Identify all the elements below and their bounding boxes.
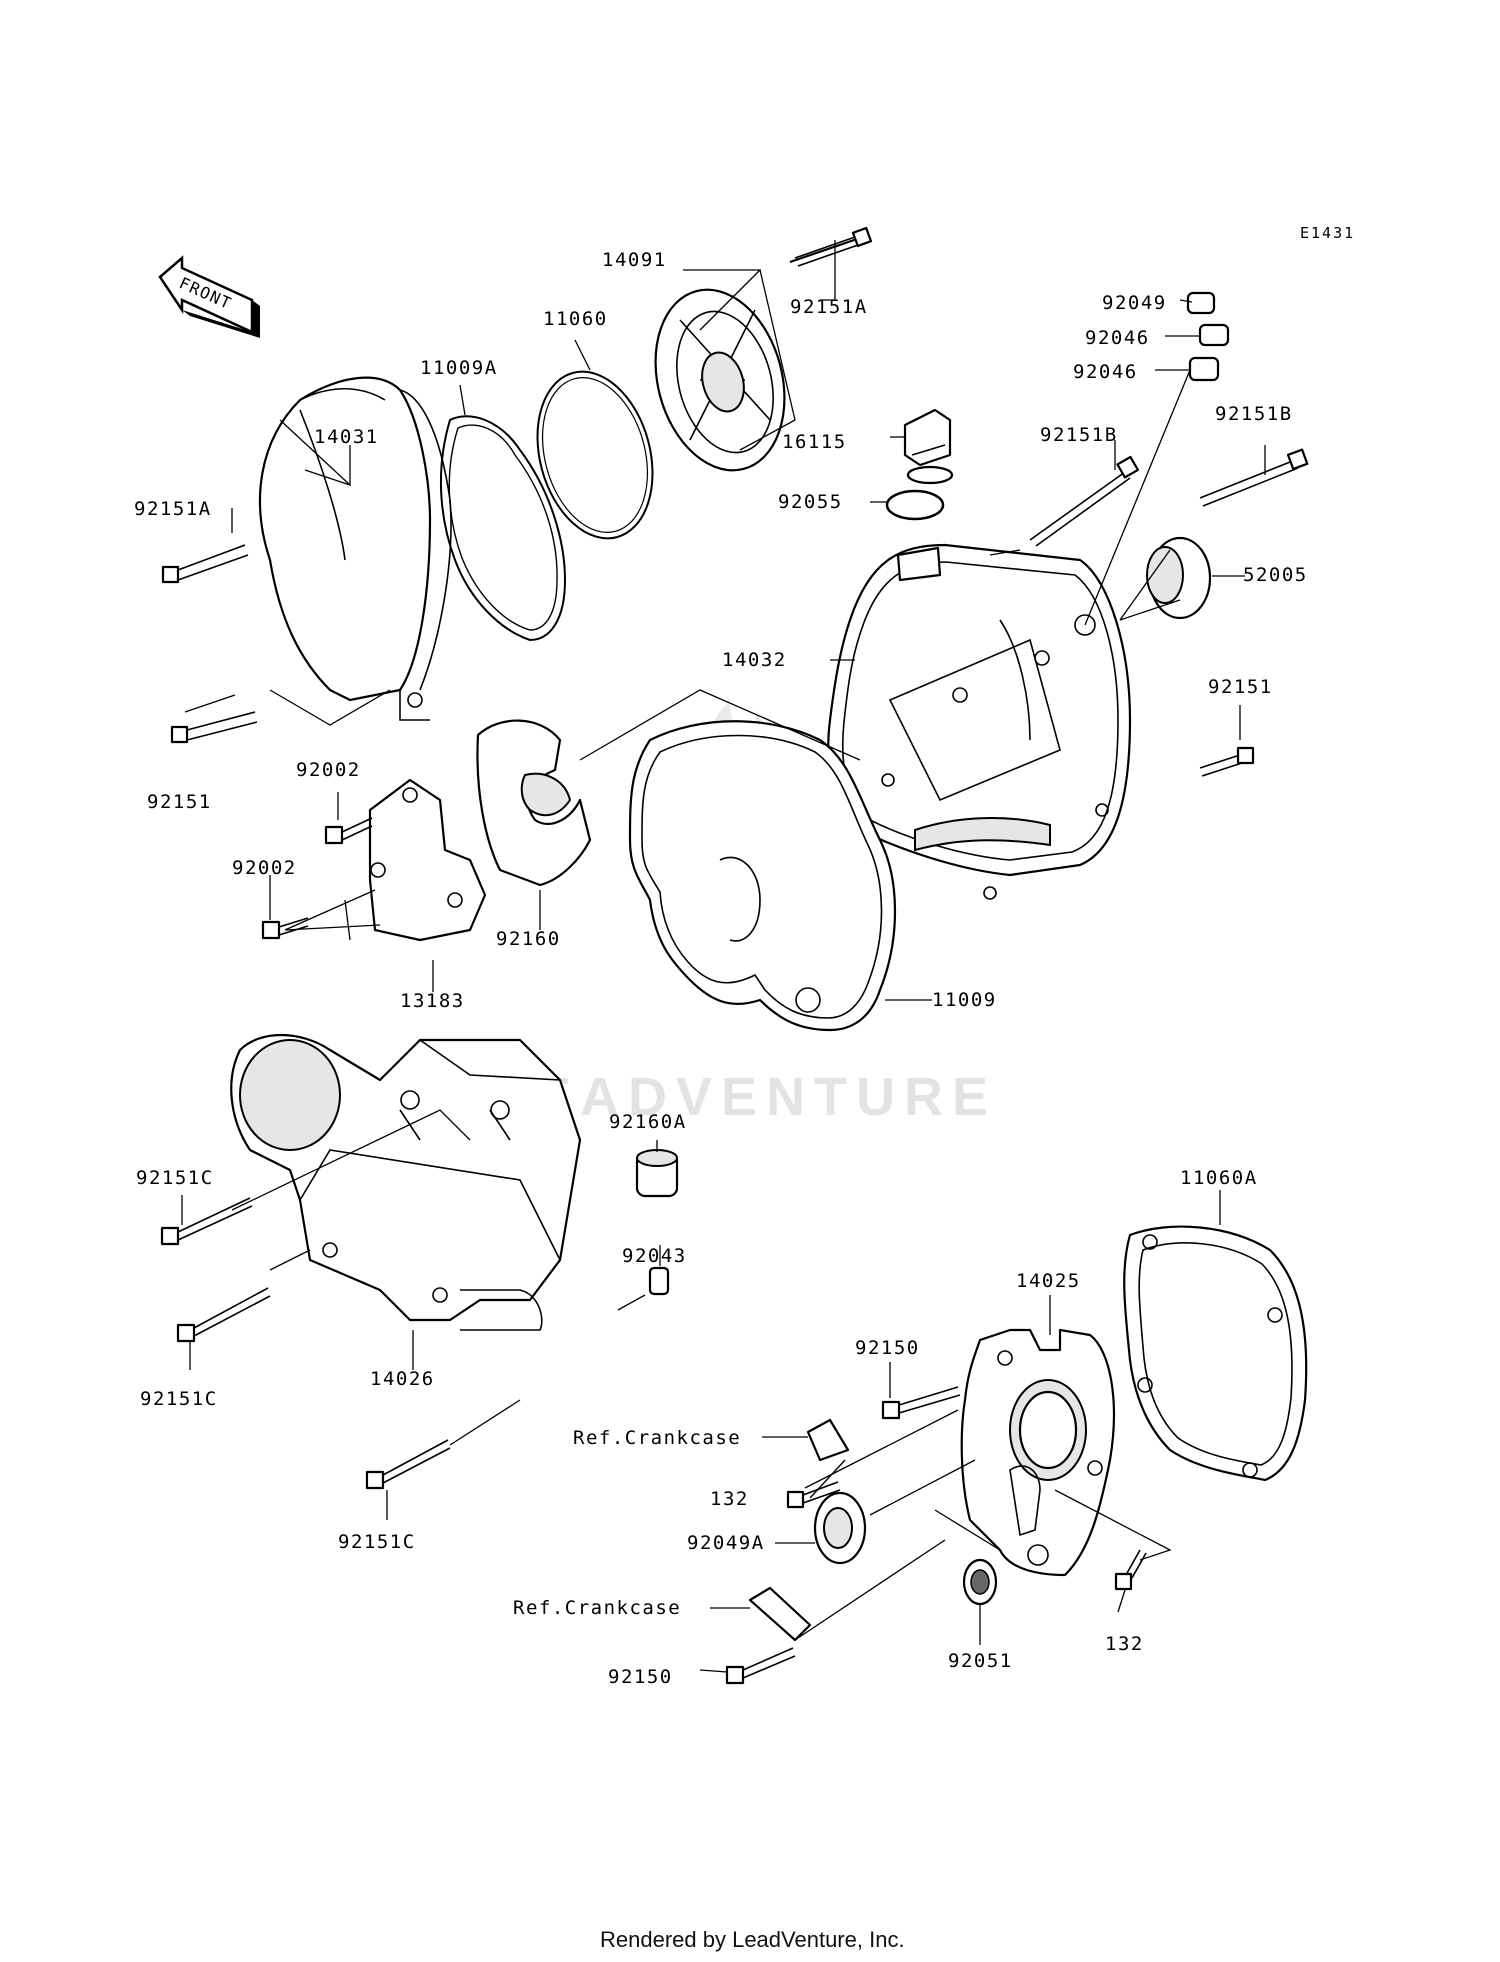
callout-11060A: 11060A (1180, 1167, 1258, 1189)
bolt-92151C-a (160, 1197, 253, 1246)
callout-92151C-c: 92151C (338, 1531, 416, 1553)
part-11060A-gasket (1123, 1225, 1308, 1482)
part-11009A-gasket (439, 415, 567, 642)
part-92043-pin (648, 1266, 670, 1296)
part-92046-bush-a (1198, 323, 1230, 347)
part-92049-bush (1186, 291, 1216, 315)
bolt-92150-a (881, 1386, 961, 1420)
callout-92051: 92051 (948, 1650, 1013, 1672)
callout-92046-b: 92046 (1073, 361, 1138, 383)
bracket-ref-crankcase-b (748, 1586, 812, 1642)
part-92160-plate (476, 719, 592, 887)
callout-ref-crankcase-b: Ref.Crankcase (513, 1597, 681, 1619)
callout-92046-a: 92046 (1085, 327, 1150, 349)
part-11060-ring (536, 370, 654, 540)
bolt-132-a (786, 1481, 841, 1509)
front-arrow-icon (158, 255, 260, 338)
callout-92151A-left: 92151A (134, 498, 212, 520)
bracket-ref-crankcase-a (806, 1418, 850, 1462)
callout-92043: 92043 (622, 1245, 687, 1267)
callout-92151B-a: 92151B (1040, 424, 1118, 446)
bolt-132-b (1114, 1549, 1147, 1591)
callout-92049A: 92049A (687, 1532, 765, 1554)
callout-132-a: 132 (710, 1488, 749, 1510)
bolt-92151-right (1199, 746, 1255, 777)
bolt-92151-left (170, 711, 258, 744)
callout-13183: 13183 (400, 990, 465, 1012)
callout-92151A-top: 92151A (790, 296, 868, 318)
callout-14032: 14032 (722, 649, 787, 671)
bolt-92151A-left (161, 544, 249, 584)
callout-92151-left: 92151 (147, 791, 212, 813)
part-92051-seal (962, 1558, 998, 1606)
bolt-92151B-a (1029, 455, 1140, 547)
callout-132-b: 132 (1105, 1633, 1144, 1655)
callout-52005: 52005 (1243, 564, 1308, 586)
callout-92150-a: 92150 (855, 1337, 920, 1359)
diagram-code: E1431 (1300, 224, 1355, 242)
callout-11060: 11060 (543, 308, 608, 330)
callout-14026: 14026 (370, 1368, 435, 1390)
callout-92055: 92055 (778, 491, 843, 513)
part-16115-plug (903, 408, 954, 485)
callout-ref-crankcase-a: Ref.Crankcase (573, 1427, 741, 1449)
part-14026-cover (230, 1034, 582, 1331)
bolt-92002-b (261, 920, 281, 940)
footer-credit: Rendered by LeadVenture, Inc. (600, 1927, 905, 1952)
part-92160A-bush (635, 1149, 679, 1198)
bolt-92150-b (725, 1647, 796, 1685)
bolt-92151A-top (789, 226, 873, 267)
bolt-92151B-b (1199, 448, 1309, 507)
callout-92049: 92049 (1102, 292, 1167, 314)
callout-92151C-b: 92151C (140, 1388, 218, 1410)
part-11009-gasket (628, 720, 897, 1032)
callout-16115: 16115 (782, 431, 847, 453)
callout-14031: 14031 (314, 426, 379, 448)
bolt-92151C-c (365, 1439, 451, 1490)
callout-11009: 11009 (932, 989, 997, 1011)
callout-92002-b: 92002 (232, 857, 297, 879)
part-13183-bracket (368, 778, 487, 942)
part-92049A-seal (813, 1491, 867, 1565)
part-14091-cover (654, 288, 786, 472)
callout-92160A: 92160A (609, 1111, 687, 1133)
watermark-text: LEADVENTURE (493, 1067, 997, 1127)
part-92046-bush-b (1188, 356, 1220, 382)
bolt-92151C-b (176, 1287, 271, 1343)
callout-14025: 14025 (1016, 1270, 1081, 1292)
part-14032-cover (827, 543, 1132, 900)
part-52005-seal (1146, 536, 1212, 620)
bolt-92002-a (324, 825, 344, 845)
callout-92150-b: 92150 (608, 1666, 673, 1688)
part-14025-cover (960, 1328, 1116, 1577)
callout-92151-right: 92151 (1208, 676, 1273, 698)
callout-92151B-b: 92151B (1215, 403, 1293, 425)
callout-11009A: 11009A (420, 357, 498, 379)
callout-92151C-a: 92151C (136, 1167, 214, 1189)
callout-14091: 14091 (602, 249, 667, 271)
callout-92002-a: 92002 (296, 759, 361, 781)
callout-92160: 92160 (496, 928, 561, 950)
part-92055-oring (885, 489, 945, 521)
